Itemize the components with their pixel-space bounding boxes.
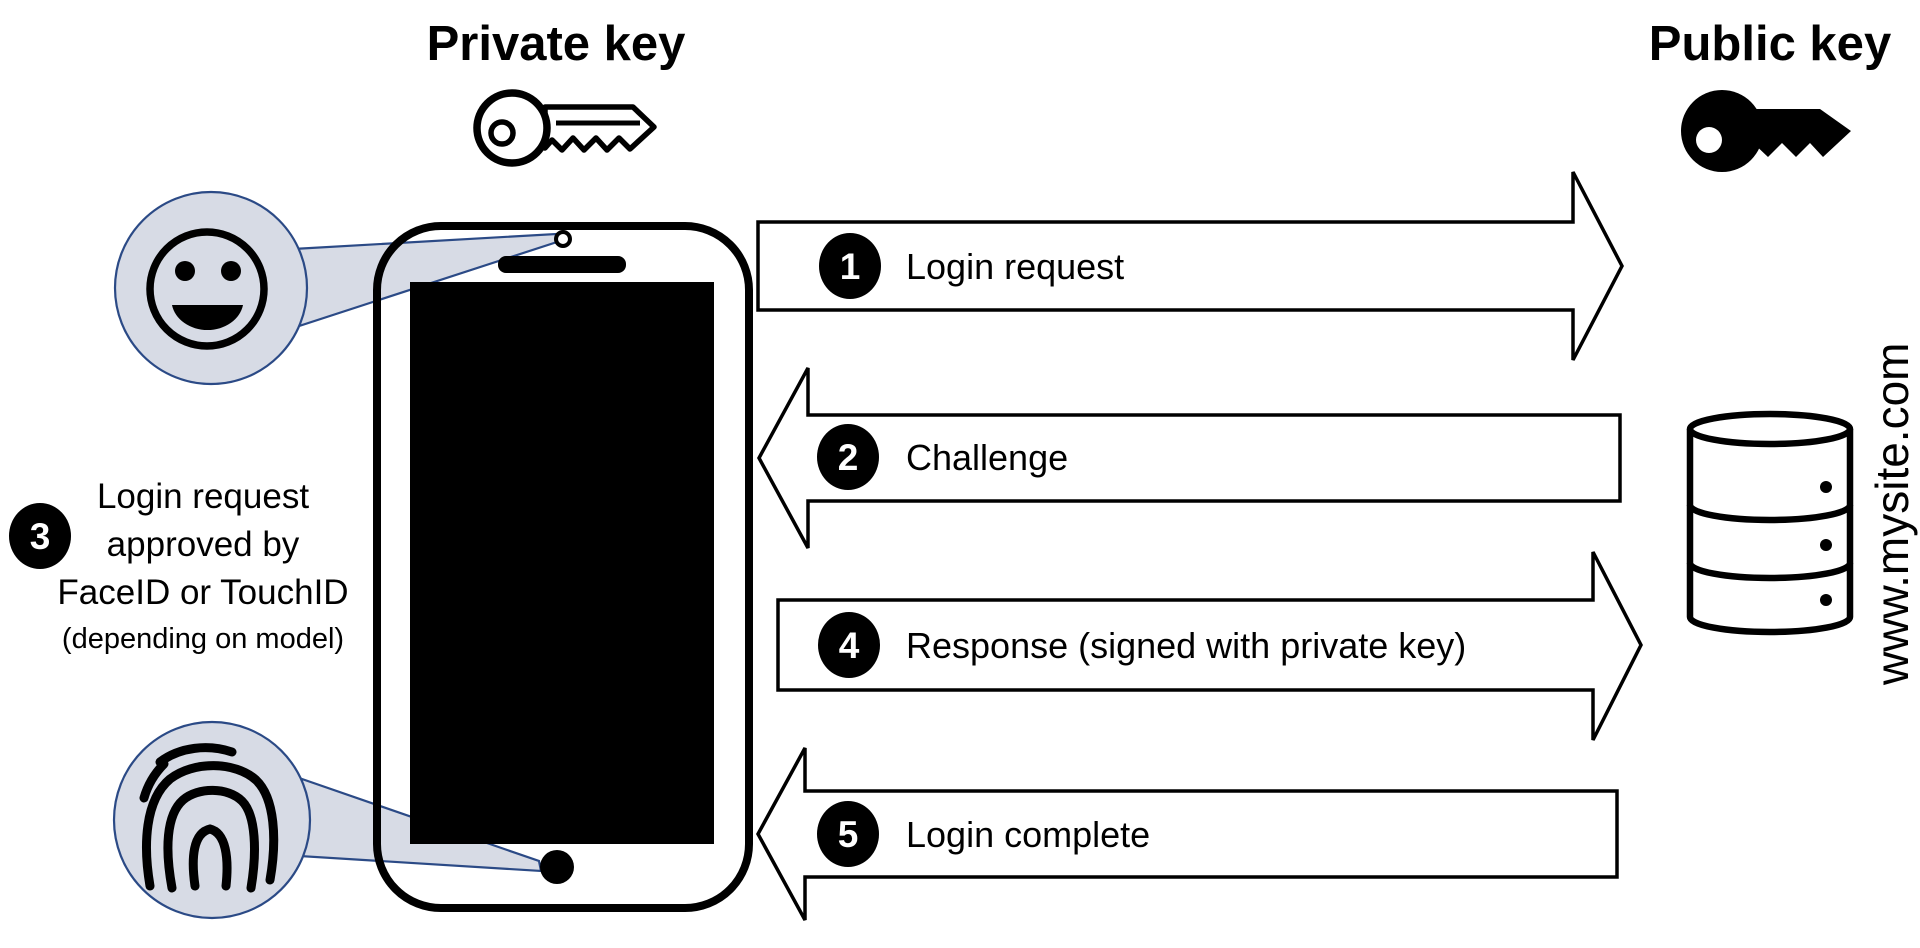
arrow-step-2: 2 Challenge	[757, 367, 1622, 549]
database-divider	[1686, 504, 1854, 524]
step-4-badge	[818, 612, 880, 678]
step-3-note: 3 Login request approved by FaceID or To…	[9, 477, 349, 655]
phone-camera	[554, 230, 572, 248]
face-id-callout	[113, 190, 559, 386]
arrow-step-4: 4 Response (signed with private key)	[776, 551, 1643, 741]
arrow-step-1: 1 Login request	[756, 171, 1624, 361]
step-4-label: Response (signed with private key)	[906, 625, 1466, 666]
private-key-title: Private key	[427, 17, 686, 71]
phone-home-button	[540, 850, 574, 884]
database-top	[1686, 410, 1854, 448]
step-2-label: Challenge	[906, 437, 1068, 478]
callout-bubble	[113, 190, 309, 386]
step-2-number: 2	[838, 437, 859, 478]
step-4-number: 4	[839, 625, 860, 666]
database-body	[1686, 429, 1854, 636]
fingerprint-icon	[139, 743, 279, 893]
step-1-badge	[819, 233, 881, 299]
block-arrow-right	[776, 551, 1643, 741]
block-arrow-left	[757, 367, 1622, 549]
step-5-badge	[817, 801, 879, 867]
arrow-step-5: 5 Login complete	[756, 747, 1619, 921]
smiley-right-eye	[221, 261, 241, 281]
smiley-mouth	[172, 305, 243, 331]
step-3-line-2: approved by	[107, 525, 300, 564]
database-dot	[1820, 539, 1832, 551]
phone-frame	[373, 222, 753, 912]
database-dot	[1820, 481, 1832, 493]
database-dot	[1820, 594, 1832, 606]
smiley-left-eye	[175, 261, 195, 281]
smartphone	[373, 222, 753, 912]
step-1-label: Login request	[906, 246, 1124, 287]
server-domain-label: www.mysite.com	[1866, 343, 1918, 686]
public-key-title: Public key	[1649, 17, 1891, 71]
step-3-line-1: Login request	[97, 477, 309, 516]
step-3-number: 3	[30, 516, 51, 557]
block-arrow-right	[756, 171, 1624, 361]
step-3-note-line: (depending on model)	[62, 623, 344, 655]
database-divider	[1686, 562, 1854, 582]
phone-speaker	[498, 256, 626, 273]
step-5-number: 5	[838, 814, 859, 855]
phone-screen	[410, 282, 714, 844]
step-3-line-3: FaceID or TouchID	[57, 573, 348, 612]
step-3-badge	[9, 503, 71, 569]
private-key-icon	[473, 89, 657, 167]
smiley-face-icon	[146, 228, 268, 350]
step-5-label: Login complete	[906, 814, 1150, 855]
database-icon	[1686, 410, 1854, 636]
public-key-icon	[1681, 90, 1851, 172]
step-2-badge	[817, 424, 879, 490]
step-1-number: 1	[840, 246, 861, 287]
block-arrow-left	[756, 747, 1619, 921]
